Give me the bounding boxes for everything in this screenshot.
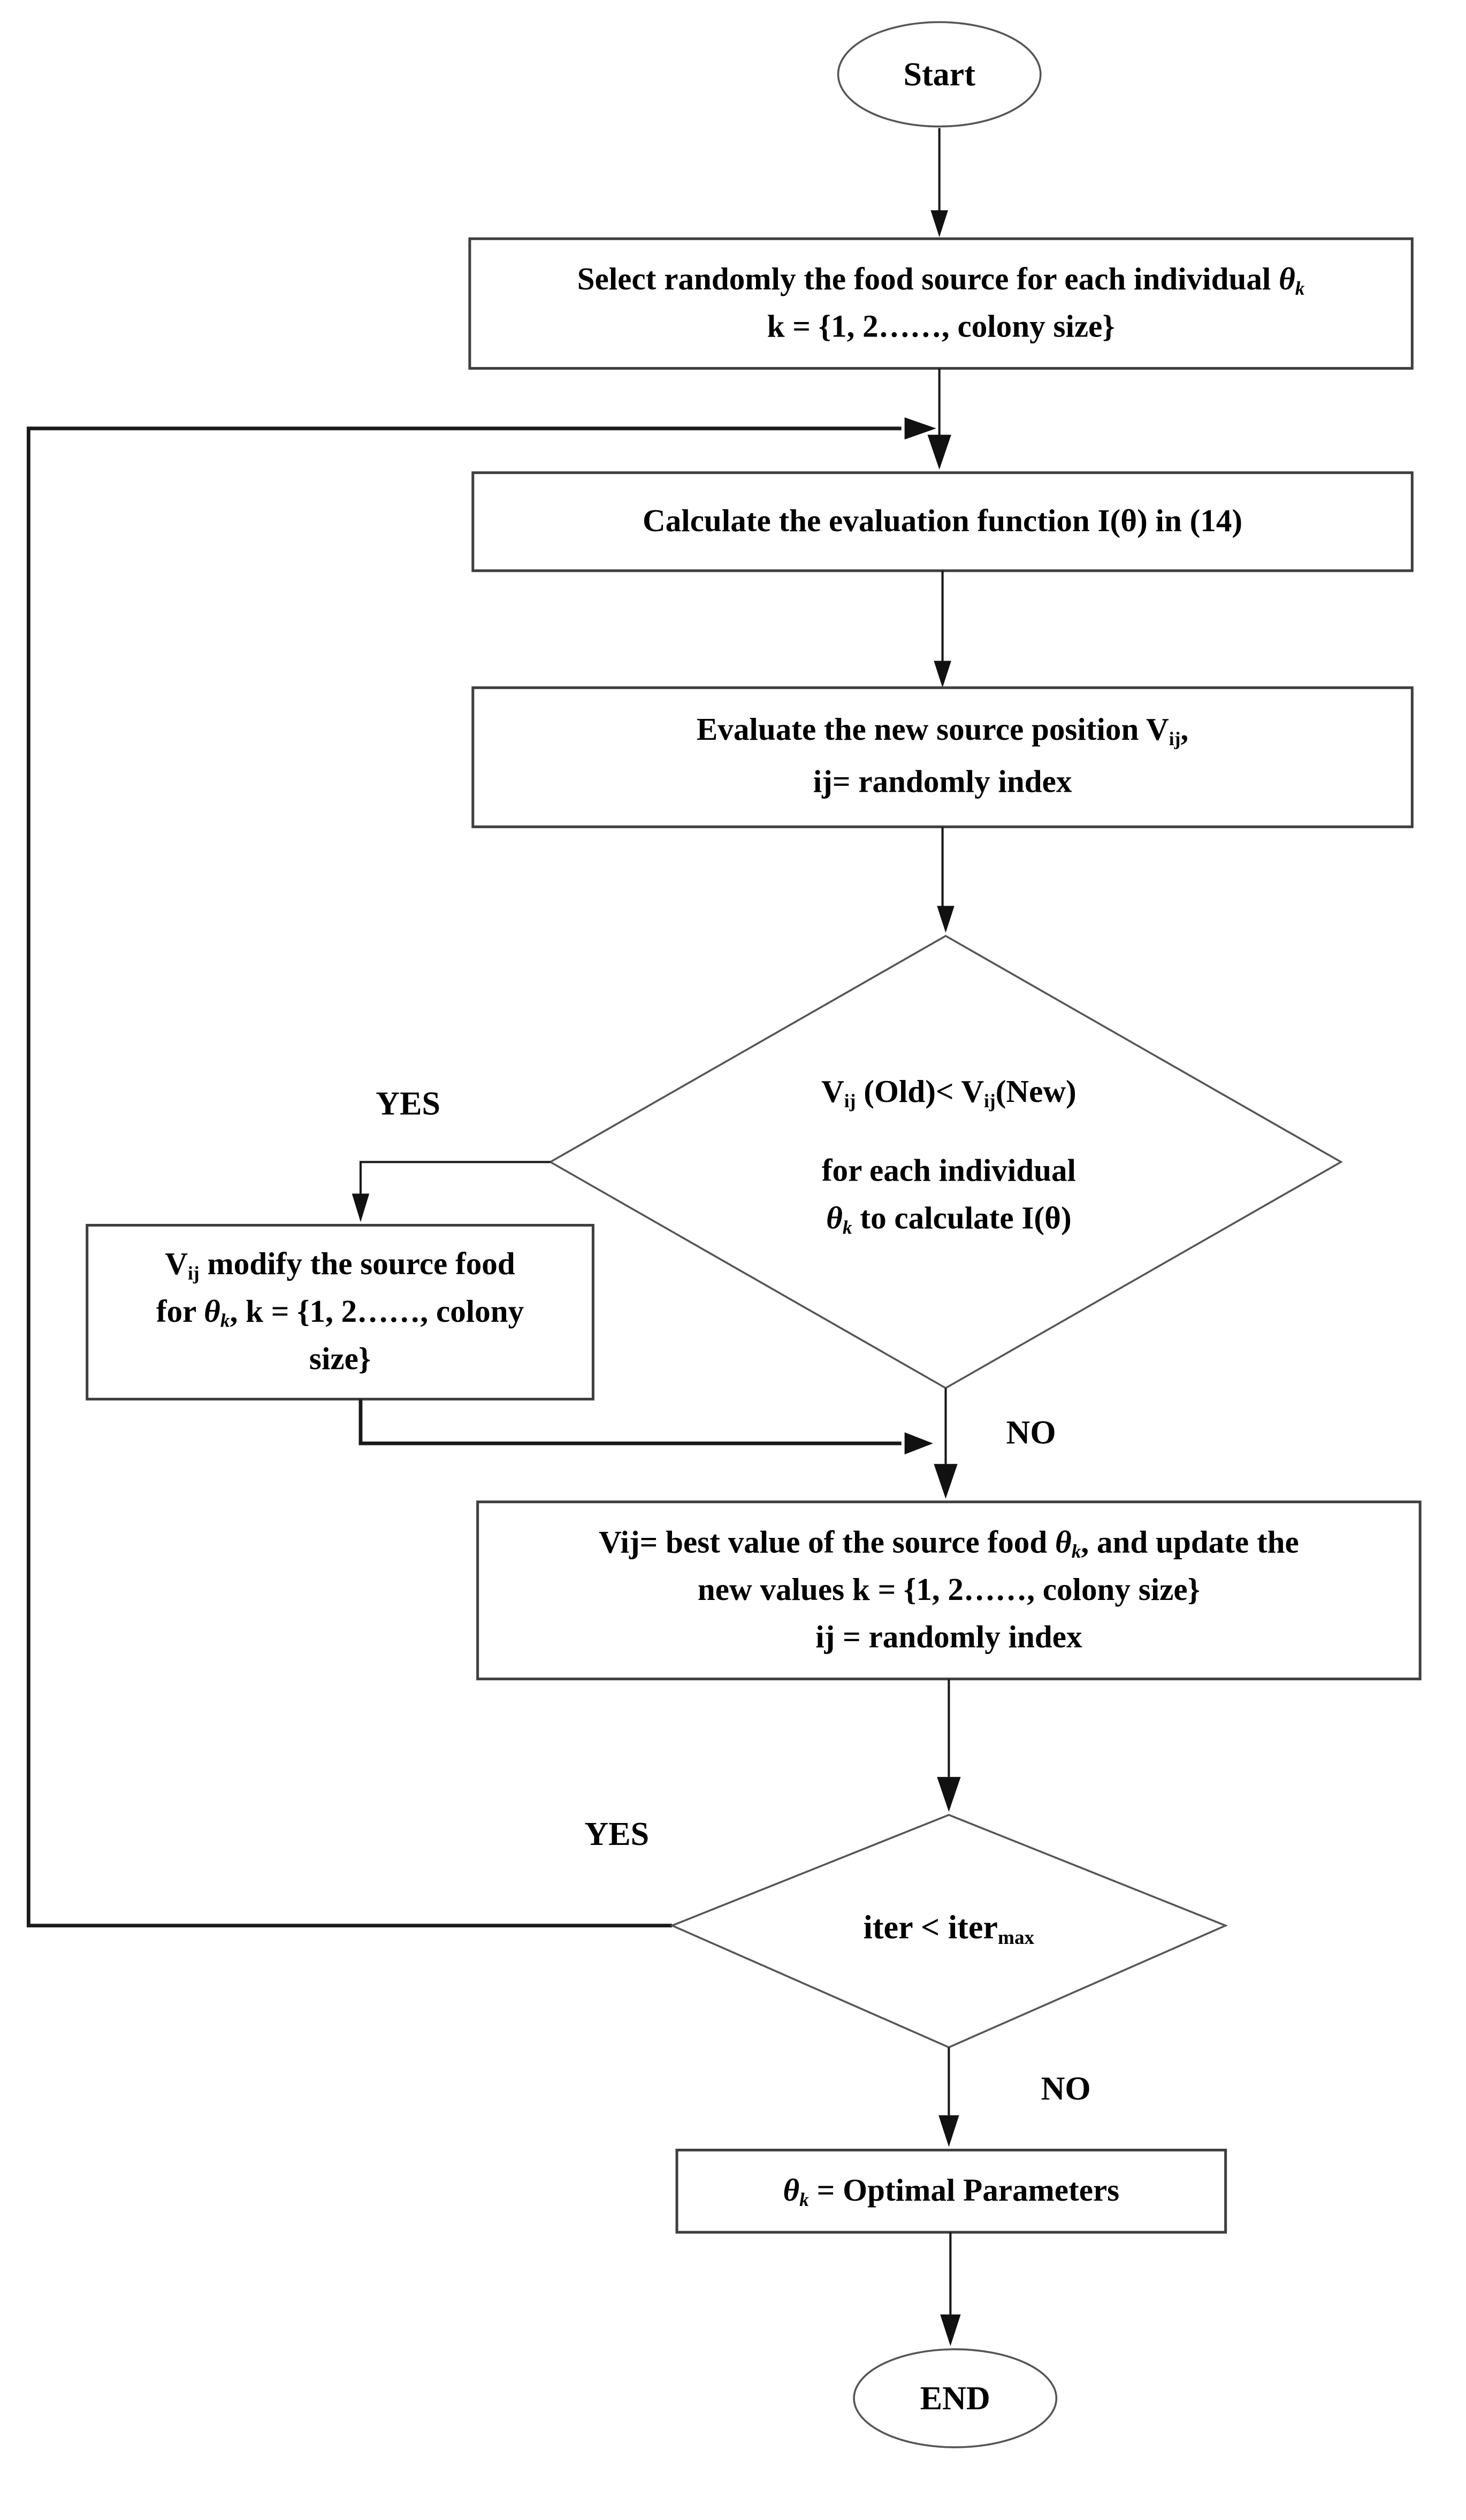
arrowhead-optimal-to-end [940, 2314, 961, 2346]
compare-line-2: for each individual [821, 1154, 1076, 1189]
calc-eval-line-1: Calculate the evaluation function I(θ) i… [643, 504, 1243, 539]
select-food-box [468, 237, 1414, 370]
start-label: Start [903, 55, 975, 94]
iter-condition-label: iter < itermax [863, 1908, 1035, 1949]
end-ellipse [853, 2348, 1058, 2448]
modify-source-line-3: size} [309, 1342, 371, 1377]
modify-joiner-line [358, 1399, 902, 1445]
arrowhead-joiner-right [904, 1432, 933, 1455]
arrowhead-iter-to-optimal [938, 2115, 959, 2147]
iter-no-label: NO [1041, 2069, 1091, 2108]
eval-new-source-line-1: Evaluate the new source position Vij, [696, 713, 1189, 750]
best-value-line-3: ij = randomly index [815, 1620, 1082, 1656]
arrowhead-start-to-select [930, 210, 948, 238]
eval-new-source-line-2: ij= randomly index [813, 765, 1072, 800]
calc-eval-box [471, 471, 1414, 572]
best-value-line-1: Vij= best value of the source food θk, a… [599, 1526, 1299, 1563]
optimal-parameters-label: θk = Optimal Parameters [783, 2173, 1120, 2211]
arrowhead-eval-to-compare [937, 906, 955, 933]
arrowhead-calc-to-eval [934, 661, 951, 688]
arrowhead-merge-down [927, 434, 951, 470]
feedback-loop-line [26, 426, 902, 1928]
start-ellipse [837, 21, 1042, 128]
select-food-line-2: k = {1, 2……, colony size} [767, 310, 1115, 345]
iter-yes-label: YES [584, 1814, 650, 1853]
modify-source-line-1: Vij modify the source food [165, 1247, 515, 1284]
feedback-merge-arrowhead [904, 417, 936, 440]
arrowhead-no-to-best [934, 1464, 958, 1499]
compare-line-1: Vij (Old)< Vij(New) [821, 1075, 1076, 1112]
compare-no-label: NO [1006, 1413, 1056, 1452]
compare-yes-label: YES [376, 1084, 441, 1123]
best-value-box [476, 1500, 1422, 1681]
compare-line-3: θk to calculate I(θ) [826, 1201, 1072, 1239]
eval-new-source-box [471, 686, 1414, 829]
compare-yes-branch-line [359, 1161, 551, 1196]
best-value-line-2: new values k = {1, 2……, colony size} [697, 1573, 1200, 1608]
optimal-parameters-box [675, 2148, 1227, 2234]
modify-source-box [86, 1223, 594, 1401]
end-label: END [920, 2379, 990, 2417]
arrowhead-yes-to-modify [352, 1193, 370, 1222]
modify-source-line-2: for θk, k = {1, 2……, colony [156, 1295, 524, 1332]
select-food-line-1: Select randomly the food source for each… [577, 262, 1305, 300]
arrowhead-best-to-iter [937, 1776, 961, 1812]
